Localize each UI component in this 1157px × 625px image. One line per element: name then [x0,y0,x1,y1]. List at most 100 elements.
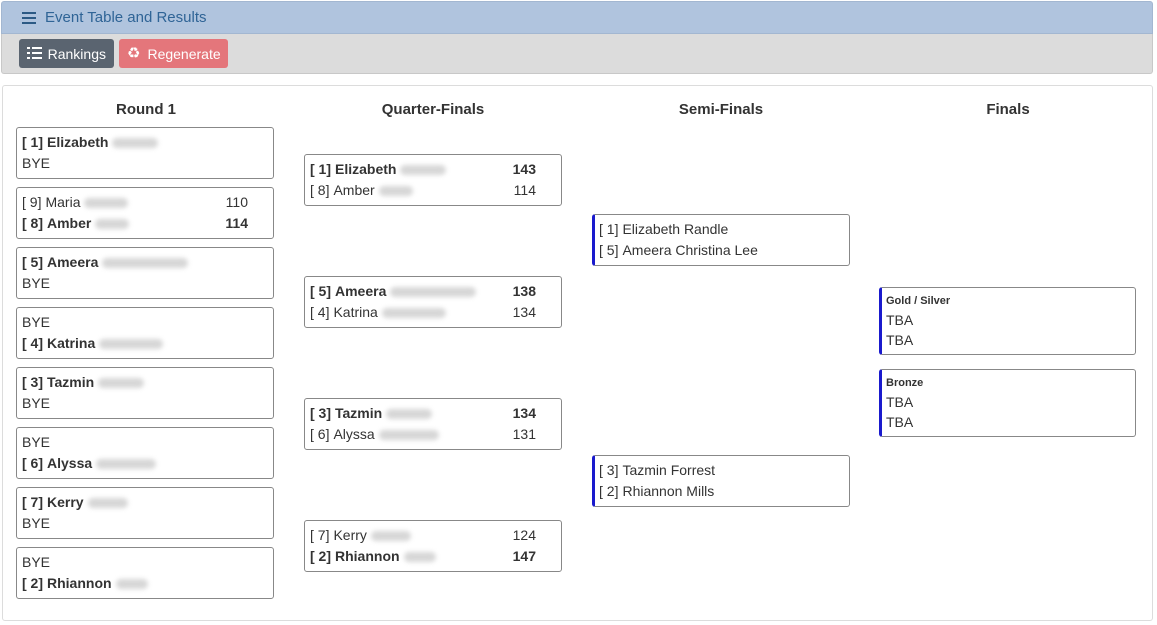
seed-number: [ 6] [22,455,43,471]
seed-number: [ 3] [599,462,619,478]
competitor-name: Amber [47,215,92,231]
seed-number: [ 1] [310,161,331,177]
tba-label: TBA [886,394,914,410]
competitor-row: [ 4]Katrina [22,333,268,354]
seed-number: [ 5] [310,283,331,299]
seed-number: [ 2] [22,575,43,591]
round-title-semifinals: Semi-Finals [678,101,764,118]
competitor-name: Amber [333,182,375,198]
seed-number: [ 7] [310,527,330,543]
competitor-row: [ 6]Alyssa [22,453,268,474]
rankings-label: Rankings [47,45,106,62]
match-card[interactable]: [ 3]Tazmin Forrest [ 2]Rhiannon Mills [592,455,850,507]
match-card[interactable]: [ 1]Elizabeth Randle[ 5]Ameera Christina… [592,214,850,266]
rankings-button[interactable]: Rankings [19,39,114,68]
redacted-surname [386,408,433,419]
competitor-name: Elizabeth Randle [622,221,729,237]
seed-number: [ 3] [310,405,331,421]
redacted-surname [378,429,439,440]
redacted-surname [400,164,447,175]
competitor-name: Rhiannon [335,548,400,564]
competitor-name: Rhiannon [47,575,112,591]
medal-label: Gold / Silver [886,295,951,307]
competitor-row: [ 1]Elizabeth [22,132,268,153]
round-title-finals: Finals [986,101,1030,118]
redacted-surname [112,137,159,148]
competitor-name: Ameera Christina Lee [622,242,758,258]
panel-header: Event Table and Results [1,1,1153,34]
competitor-name: Elizabeth [335,161,397,177]
match-card[interactable]: BYE [ 4]Katrina [16,307,274,359]
competitor-name: Rhiannon Mills [622,483,715,499]
competitor-row: TBA [886,330,1130,350]
competitor-name: Alyssa [333,426,375,442]
list-icon [22,11,36,24]
score: 131 [512,426,536,442]
competitor-name: Katrina [47,335,96,351]
competitor-row: BYE [22,312,268,333]
competitor-name: Katrina [333,304,378,320]
competitor-row: BYE [22,153,268,174]
seed-number: [ 1] [599,221,619,237]
redacted-surname [98,377,145,388]
competitor-row: [ 3]Tazmin Forrest [599,460,844,481]
seed-number: [ 6] [310,426,330,442]
competitor-name: Ameera [47,254,99,270]
match-card[interactable]: BYE [ 6]Alyssa [16,427,274,479]
bye-label: BYE [22,275,51,291]
bye-label: BYE [22,314,51,330]
score: 134 [512,405,536,421]
competitor-row: [ 5]Ameera [22,252,268,273]
toolbar: Rankings ♻ Regenerate [1,34,1153,74]
regenerate-label: Regenerate [147,45,221,62]
match-card[interactable]: BYE [ 2]Rhiannon [16,547,274,599]
seed-number: [ 4] [310,304,330,320]
seed-number: [ 3] [22,374,43,390]
redacted-surname [370,530,411,541]
bye-label: BYE [22,554,51,570]
score: 110 [225,194,248,210]
redacted-surname [102,257,189,268]
competitor-row: BYE [22,393,268,414]
competitor-row: [ 7]Kerry [22,492,268,513]
competitor-row: BYE [22,552,268,573]
seed-number: [ 7] [22,494,43,510]
regenerate-button[interactable]: ♻ Regenerate [119,39,228,68]
seed-number: [ 2] [599,483,619,499]
competitor-row: BYE [22,513,268,534]
redacted-surname [381,307,446,318]
competitor-row: TBA [886,310,1130,330]
seed-number: [ 5] [599,242,619,258]
bye-label: BYE [22,155,51,171]
tba-label: TBA [886,312,914,328]
bye-label: BYE [22,434,51,450]
round-title-quarterfinals: Quarter-Finals [381,101,485,118]
score: 114 [513,182,536,198]
competitor-row: [ 6]Alyssa 131 [310,424,556,445]
bye-label: BYE [22,395,51,411]
competitor-name: Tazmin [47,374,95,390]
score: 124 [512,527,536,543]
bye-label: BYE [22,515,51,531]
score: 147 [512,548,536,564]
competitor-name: Ameera [335,283,387,299]
seed-number: [ 9] [22,194,42,210]
competitor-row: [ 2]Rhiannon [22,573,268,594]
